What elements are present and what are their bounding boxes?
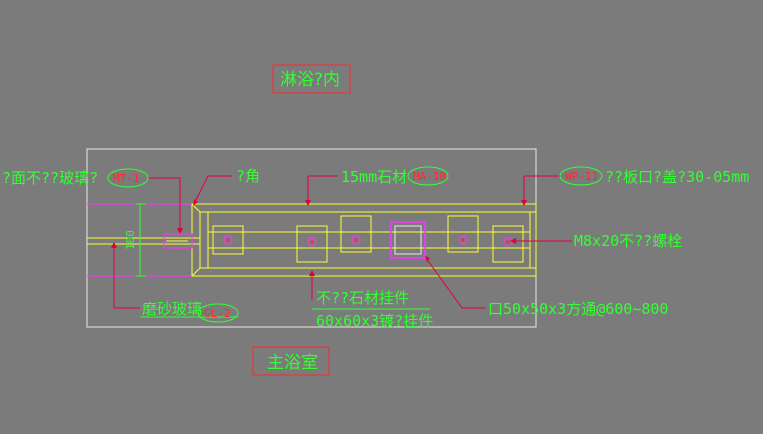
dimension-line-100 <box>136 203 146 277</box>
leader-lines <box>113 175 572 309</box>
room-label-bottom: 主浴室 <box>267 353 318 373</box>
room-label-box-top <box>272 64 351 94</box>
stone-wall-structure <box>87 203 537 277</box>
callout-tube: 口50x50x3方通@600~800 <box>488 300 668 318</box>
callout-hanger-line2: 60x60x3镀?挂件 <box>316 312 433 330</box>
edge-profile <box>163 233 193 249</box>
tag-gl2-outline <box>197 303 239 323</box>
dimension-100: 100 <box>124 230 137 250</box>
tag-wp11-outline <box>559 166 603 186</box>
leader-arrowheads <box>111 199 527 276</box>
callout-corner: ?角 <box>236 167 260 185</box>
bolt-centers <box>226 238 510 244</box>
tag-gl2: GL-2 <box>204 307 231 320</box>
square-tube-outer <box>390 221 426 259</box>
callout-hanger-line1: 不??石材挂件 <box>316 289 409 307</box>
callout-stone: 15mm石材 <box>341 168 407 186</box>
tag-ma10-outline <box>407 166 449 186</box>
callout-bolt: M8x20不??螺栓 <box>574 232 682 250</box>
stone-hanger-clips <box>212 215 524 263</box>
callout-board: ??板口?盖?30-05mm <box>605 168 749 186</box>
room-label-box-bottom <box>252 346 330 376</box>
tag-wp11: WP-11 <box>565 170 598 183</box>
tag-mt1-outline <box>107 168 149 188</box>
bolt-markers <box>223 235 513 247</box>
callout-left-top: ?面不??玻璃? <box>2 169 98 187</box>
room-label-top: 淋浴?内 <box>280 70 340 90</box>
tag-mt1: MT-1 <box>113 172 140 185</box>
tag-ma10: MA-10 <box>413 170 446 183</box>
callout-frosted: 磨砂玻璃 <box>142 300 202 318</box>
square-tube-inner <box>394 225 422 255</box>
